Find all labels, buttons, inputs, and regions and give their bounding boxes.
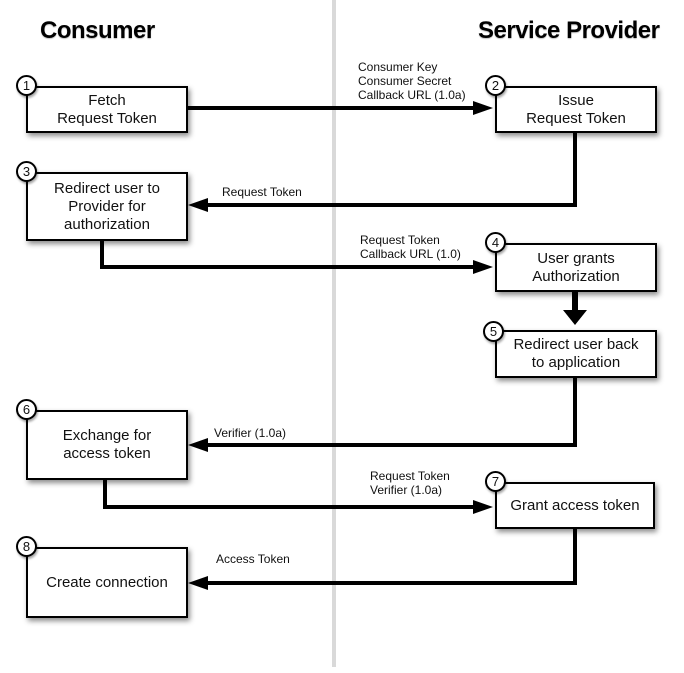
edge-line-3-4-vertical: [100, 241, 104, 269]
edge-line-6-7-vertical: [103, 480, 107, 509]
step-1-badge: 1: [16, 75, 37, 96]
node-user-grants-authorization: User grants Authorization: [495, 243, 657, 292]
service-provider-column-title: Service Provider: [478, 17, 660, 44]
arrowhead-left-into-3-icon: [188, 198, 208, 212]
column-divider: [332, 0, 336, 667]
edge-label-6-7: Request Token Verifier (1.0a): [370, 469, 450, 497]
arrowhead-right-into-7-icon: [473, 500, 493, 514]
edge-line-6-7-horizontal: [103, 505, 475, 509]
arrowhead-right-into-2-icon: [473, 101, 493, 115]
step-7-badge: 7: [485, 471, 506, 492]
node-label: Redirect user to Provider for authorizat…: [54, 179, 160, 233]
node-label: Issue Request Token: [526, 91, 626, 127]
edge-label-1-2: Consumer Key Consumer Secret Callback UR…: [358, 60, 466, 102]
step-4-badge: 4: [485, 232, 506, 253]
step-6-badge: 6: [16, 399, 37, 420]
step-2-badge: 2: [485, 75, 506, 96]
arrowhead-right-into-4-icon: [473, 260, 493, 274]
node-redirect-user-to-provider: Redirect user to Provider for authorizat…: [26, 172, 188, 241]
step-3-badge: 3: [16, 161, 37, 182]
step-5-badge: 5: [483, 321, 504, 342]
edge-line-3-4-horizontal: [100, 265, 475, 269]
node-grant-access-token: Grant access token: [495, 482, 655, 529]
node-label: Fetch Request Token: [57, 91, 157, 127]
edge-line-5-6-horizontal: [205, 443, 577, 447]
node-exchange-for-access-token: Exchange for access token: [26, 410, 188, 480]
consumer-column-title: Consumer: [40, 17, 155, 44]
edge-line-2-3-horizontal: [205, 203, 577, 207]
edge-line-7-8-vertical: [573, 529, 577, 585]
step-8-badge: 8: [16, 536, 37, 557]
node-create-connection: Create connection: [26, 547, 188, 618]
arrowhead-down-into-5-icon: [563, 310, 587, 325]
edge-label-5-6: Verifier (1.0a): [214, 426, 287, 440]
edge-line-1-2: [188, 106, 475, 110]
edge-label-2-3: Request Token: [222, 185, 302, 199]
node-label: Exchange for access token: [62, 427, 152, 462]
node-label: Redirect user back to application: [513, 336, 639, 371]
edge-line-4-5-vertical: [572, 292, 578, 312]
edge-label-7-8: Access Token: [216, 552, 290, 566]
node-redirect-user-back: Redirect user back to application: [495, 330, 657, 378]
node-label: Grant access token: [510, 496, 640, 514]
node-fetch-request-token: Fetch Request Token: [26, 86, 188, 133]
node-label: User grants Authorization: [532, 249, 620, 285]
arrowhead-left-into-8-icon: [188, 576, 208, 590]
edge-line-2-3-vertical: [573, 133, 577, 207]
edge-label-3-4: Request Token Callback URL (1.0): [360, 233, 461, 261]
node-issue-request-token: Issue Request Token: [495, 86, 657, 133]
edge-line-5-6-vertical: [573, 378, 577, 447]
edge-line-7-8-horizontal: [205, 581, 577, 585]
node-label: Create connection: [46, 573, 168, 591]
arrowhead-left-into-6-icon: [188, 438, 208, 452]
